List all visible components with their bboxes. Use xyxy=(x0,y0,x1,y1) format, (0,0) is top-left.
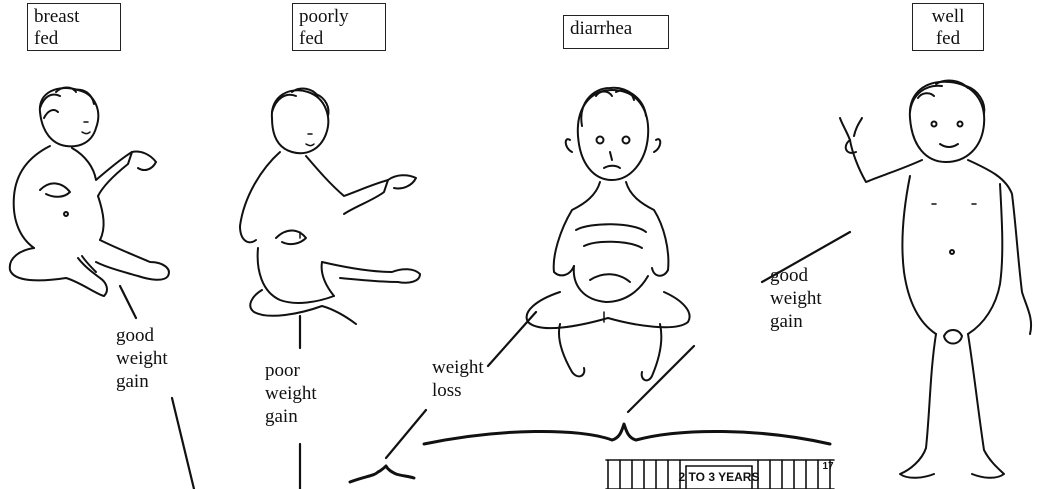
brace-small xyxy=(350,466,414,482)
baby-sitting-icon xyxy=(10,88,169,297)
malnourished-child-icon xyxy=(527,88,690,381)
connector-lines xyxy=(120,232,850,489)
healthy-child-standing-icon xyxy=(840,81,1031,478)
brace-large xyxy=(424,424,830,444)
chart-tick-number: 17 xyxy=(822,461,834,472)
thin-child-sitting-icon xyxy=(240,89,420,324)
age-band-label: 2 TO 3 YEARS xyxy=(679,470,760,484)
